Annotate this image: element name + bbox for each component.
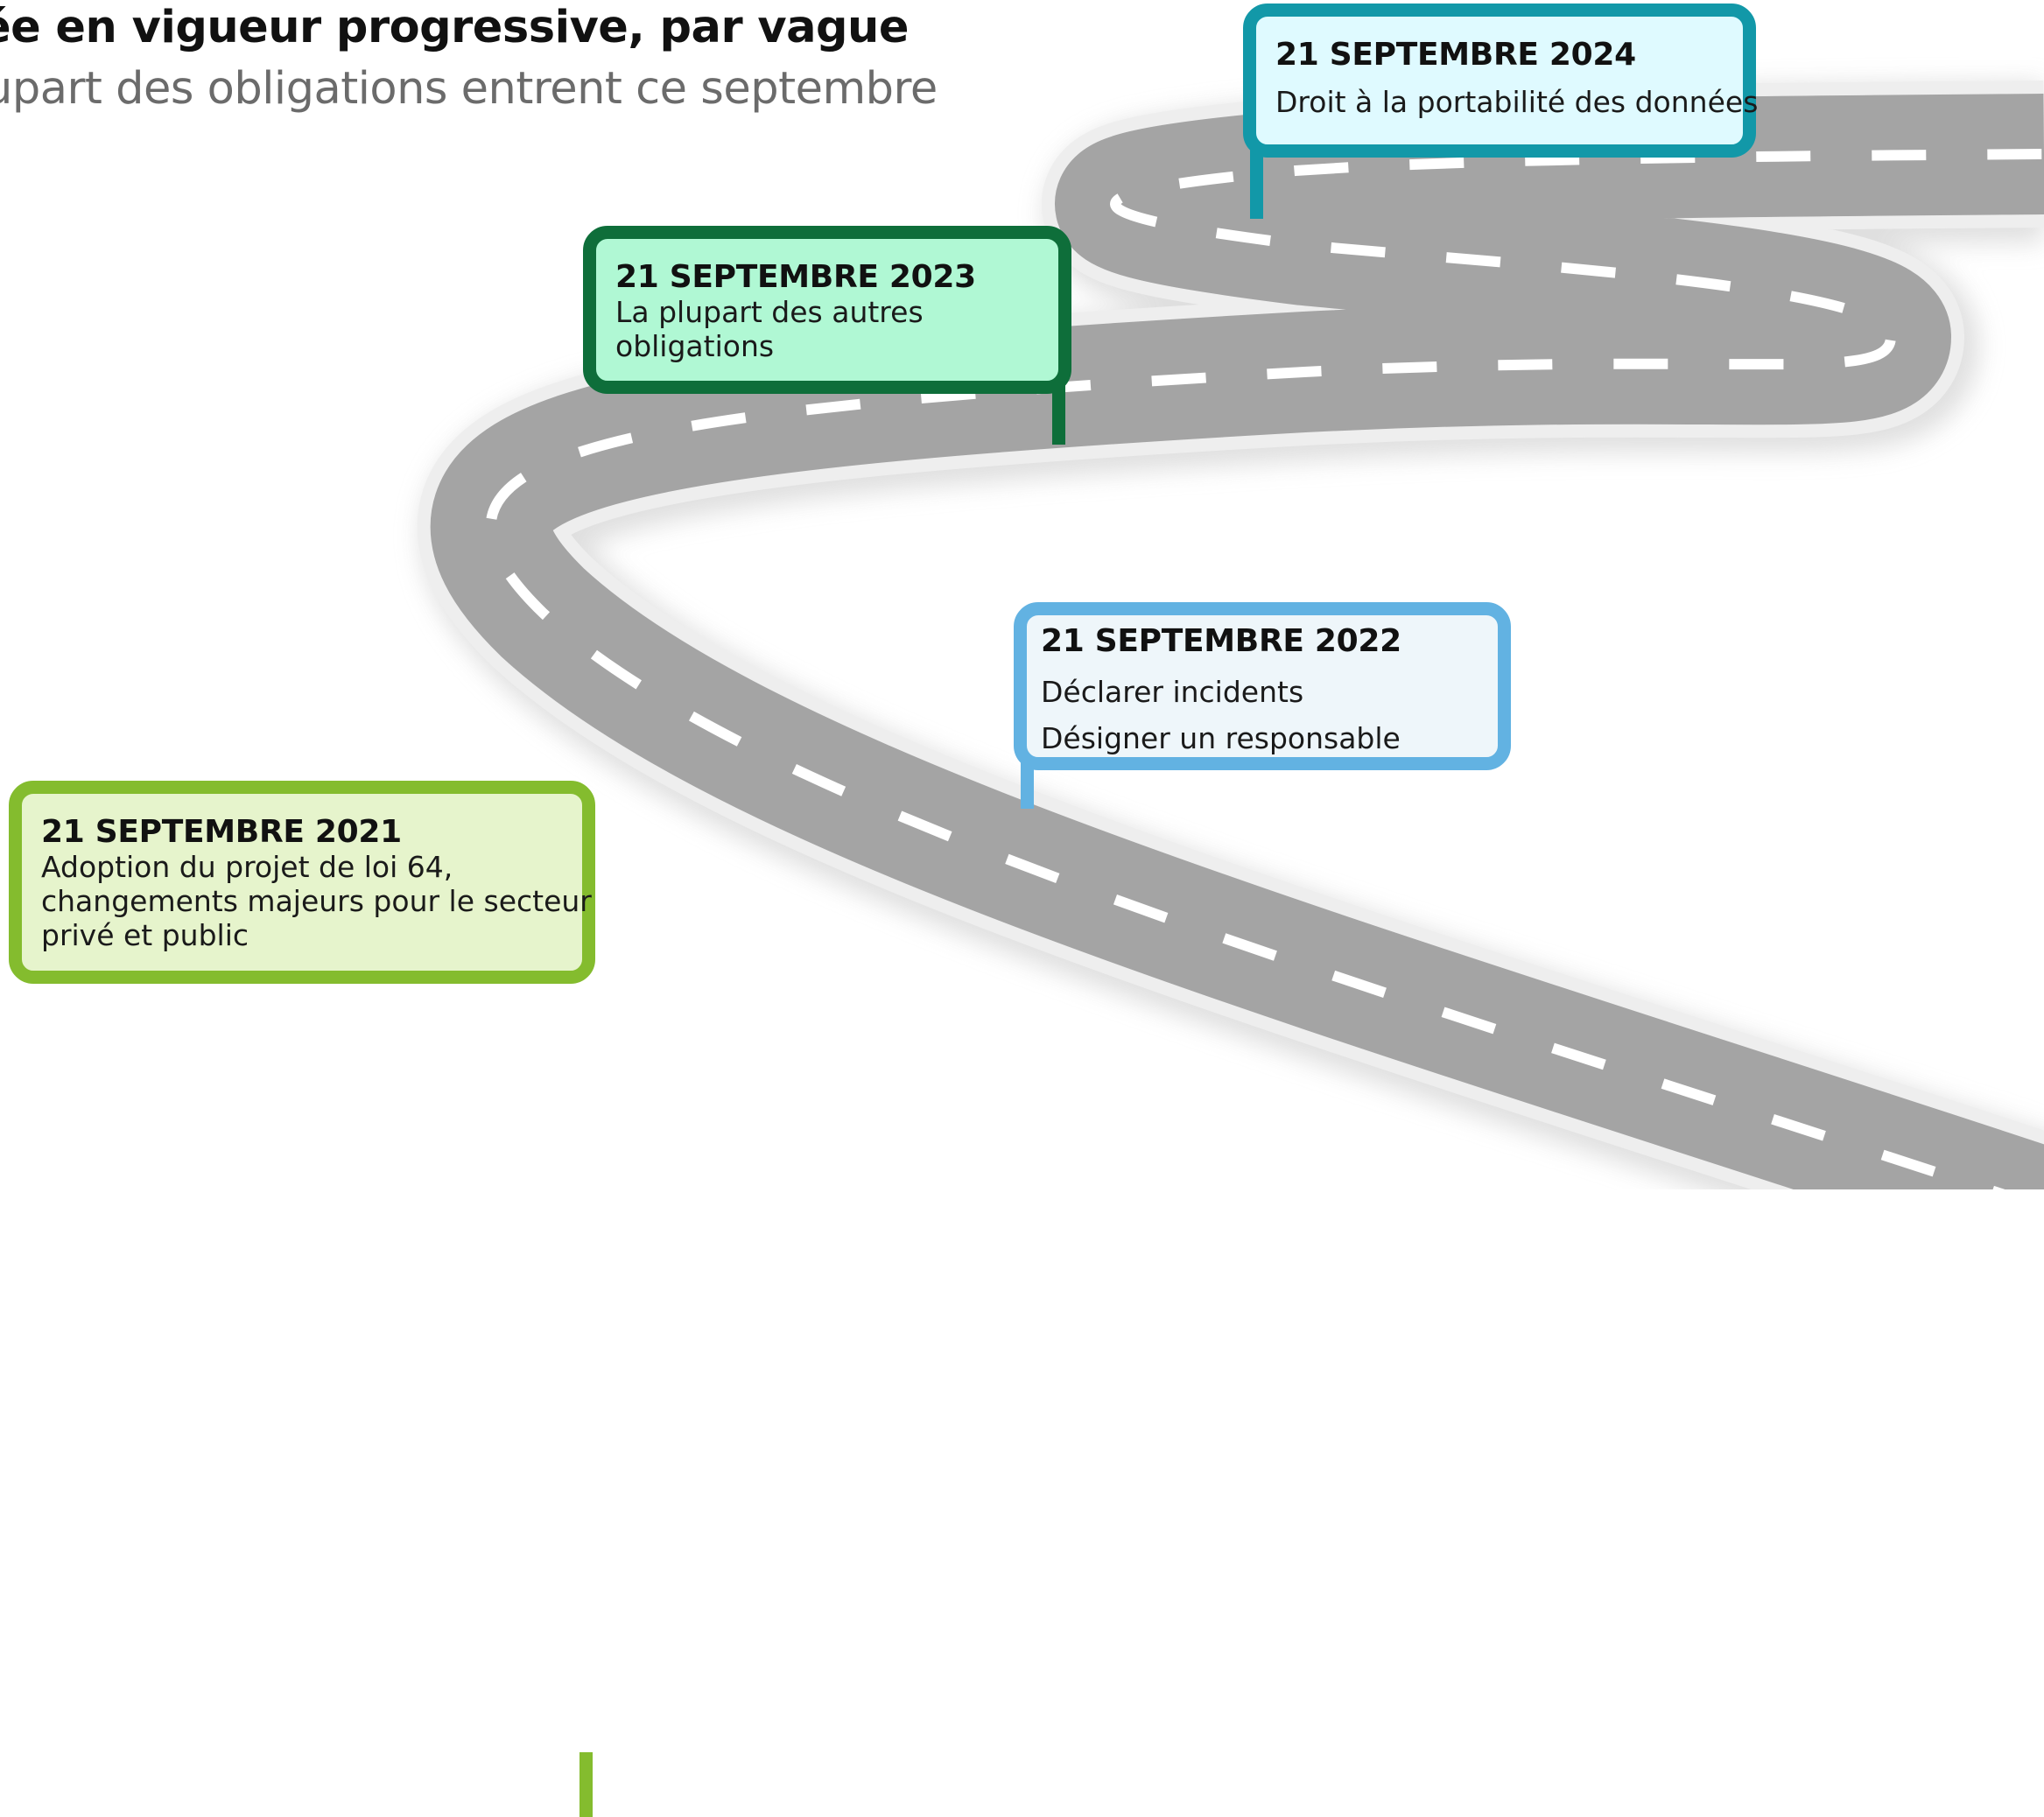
page-title: ée en vigueur progressive, par vague (0, 2, 909, 53)
milestone-text-line: Adoption du projet de loi 64, (41, 850, 453, 885)
milestone-text-line: obligations (615, 329, 775, 364)
winding-road-illustration (417, 81, 2044, 1189)
milestone-card: 21 SEPTEMBRE 2021 Adoption du projet de … (9, 781, 595, 984)
milestone-card: 21 SEPTEMBRE 2024 Droit à la portabilité… (1243, 4, 1759, 158)
milestone-text-line: changements majeurs pour le secteur (41, 884, 592, 919)
milestone-text-line: La plupart des autres (615, 295, 924, 330)
milestone-card: 21 SEPTEMBRE 2022 Déclarer incidents Dés… (1014, 602, 1511, 770)
milestone-date: 21 SEPTEMBRE 2022 (1041, 623, 1401, 659)
milestone-text-line: privé et public (41, 918, 249, 953)
milestone-text-line: Désigner un responsable (1041, 721, 1401, 756)
milestone-date: 21 SEPTEMBRE 2023 (615, 259, 976, 295)
milestone-text-line: Déclarer incidents (1041, 675, 1304, 710)
milestone-stem (1052, 382, 1065, 445)
milestone-date: 21 SEPTEMBRE 2024 (1275, 37, 1636, 73)
milestone-text-line: Droit à la portabilité des données (1275, 85, 1759, 120)
page-subtitle: upart des obligations entrent ce septemb… (0, 63, 938, 115)
milestone-date: 21 SEPTEMBRE 2021 (41, 814, 402, 850)
milestone-stem (1250, 145, 1263, 219)
milestone-card: 21 SEPTEMBRE 2023 La plupart des autres … (583, 226, 1071, 394)
milestone-stem (1021, 758, 1034, 809)
milestone-stem (579, 1752, 593, 1817)
